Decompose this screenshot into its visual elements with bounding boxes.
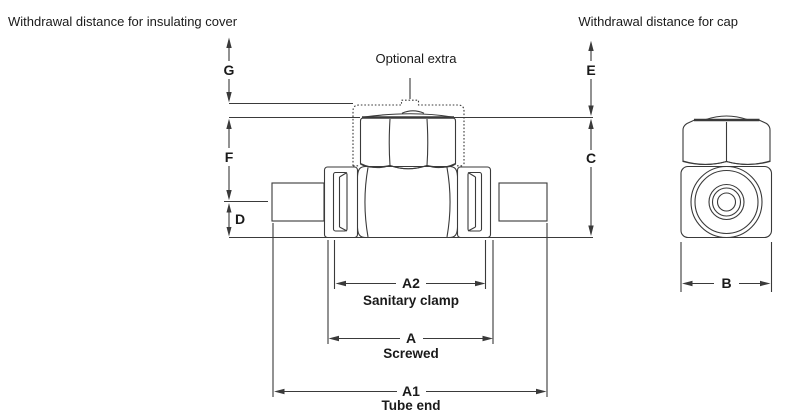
dim-D-arrow-up	[226, 203, 232, 213]
left-clamp-flange	[323, 166, 359, 239]
dim-E-arrow-down	[588, 105, 594, 116]
annotation-insulating-cover: Withdrawal distance for insulating cover	[8, 14, 238, 29]
dimension-B: B	[682, 275, 771, 291]
right-clamp-flange	[456, 166, 492, 239]
body-left-contour	[364, 167, 369, 238]
dimension-C: C	[586, 118, 596, 236]
dim-A1-arrow-right	[536, 388, 547, 395]
body-right-contour	[446, 167, 451, 238]
hex-cap-front	[359, 110, 457, 170]
insulating-cover-dotted-outline	[352, 99, 465, 167]
dim-A2-arrow-right	[475, 280, 486, 287]
dim-C-arrow-down	[588, 225, 594, 236]
left-clamp-groove	[338, 172, 348, 232]
hex-cap-side-dome	[705, 115, 748, 121]
dim-D-label: D	[235, 211, 245, 227]
dimension-F: F	[225, 118, 234, 201]
dim-F-arrow-down	[226, 190, 232, 201]
screwed-label: Screwed	[383, 346, 439, 361]
right-clamp-groove	[467, 172, 477, 232]
dim-C-arrow-up	[588, 118, 594, 129]
dim-A-arrow-left	[328, 335, 339, 342]
dimension-A1: A1 Tube end	[274, 383, 547, 413]
extension-lines	[272, 223, 773, 397]
left-clamp-ferrule	[332, 171, 348, 232]
port-circle-bore	[716, 192, 737, 212]
right-pipe	[498, 182, 548, 222]
hex-cap-outline	[359, 116, 457, 170]
dim-A-arrow-right	[482, 335, 493, 342]
port-circle-mid	[708, 183, 745, 221]
annotation-optional-extra: Optional extra	[376, 51, 458, 66]
hex-cap-side	[682, 115, 771, 166]
dim-G-arrow-up	[226, 37, 232, 48]
port-circles	[690, 165, 763, 239]
dim-A-label: A	[406, 330, 416, 346]
dim-C-label: C	[586, 150, 596, 166]
dimension-G: G	[224, 37, 235, 103]
dim-B-arrow-right	[760, 280, 771, 287]
hex-cap-side-scallops	[682, 160, 771, 165]
dim-F-arrow-up	[226, 118, 232, 129]
dim-D-arrow-down	[226, 227, 232, 237]
side-view	[680, 115, 773, 239]
port-circle-ring	[694, 169, 759, 235]
left-pipe	[271, 182, 325, 222]
dim-B-label: B	[721, 275, 731, 291]
hex-cap-facet-lines	[388, 118, 429, 166]
hex-cap-knob	[401, 110, 425, 114]
front-view	[271, 99, 548, 239]
hex-cap-dome	[363, 113, 453, 118]
dim-G-label: G	[224, 62, 235, 78]
right-clamp-ferrule	[467, 171, 483, 232]
port-circle-inner	[711, 187, 742, 217]
sanitary-clamp-label: Sanitary clamp	[363, 293, 459, 308]
annotation-cap: Withdrawal distance for cap	[578, 14, 738, 29]
dim-A2-label: A2	[402, 275, 420, 291]
dim-E-arrow-up	[588, 40, 594, 51]
dim-A2-arrow-left	[335, 280, 346, 287]
dim-E-label: E	[586, 62, 595, 78]
dimension-D: D	[226, 203, 245, 237]
dimension-A: A Screwed	[328, 330, 493, 361]
dimension-A2: A2 Sanitary clamp	[335, 275, 486, 308]
dim-G-arrow-down	[226, 92, 232, 103]
dim-F-label: F	[225, 149, 234, 165]
port-circle-outer	[690, 165, 763, 239]
tube-end-label: Tube end	[382, 398, 441, 413]
dim-A1-arrow-left	[274, 388, 285, 395]
trap-body	[356, 165, 459, 239]
dim-A1-label: A1	[402, 383, 420, 399]
dimension-E: E	[586, 40, 596, 116]
dim-B-arrow-left	[682, 280, 693, 287]
